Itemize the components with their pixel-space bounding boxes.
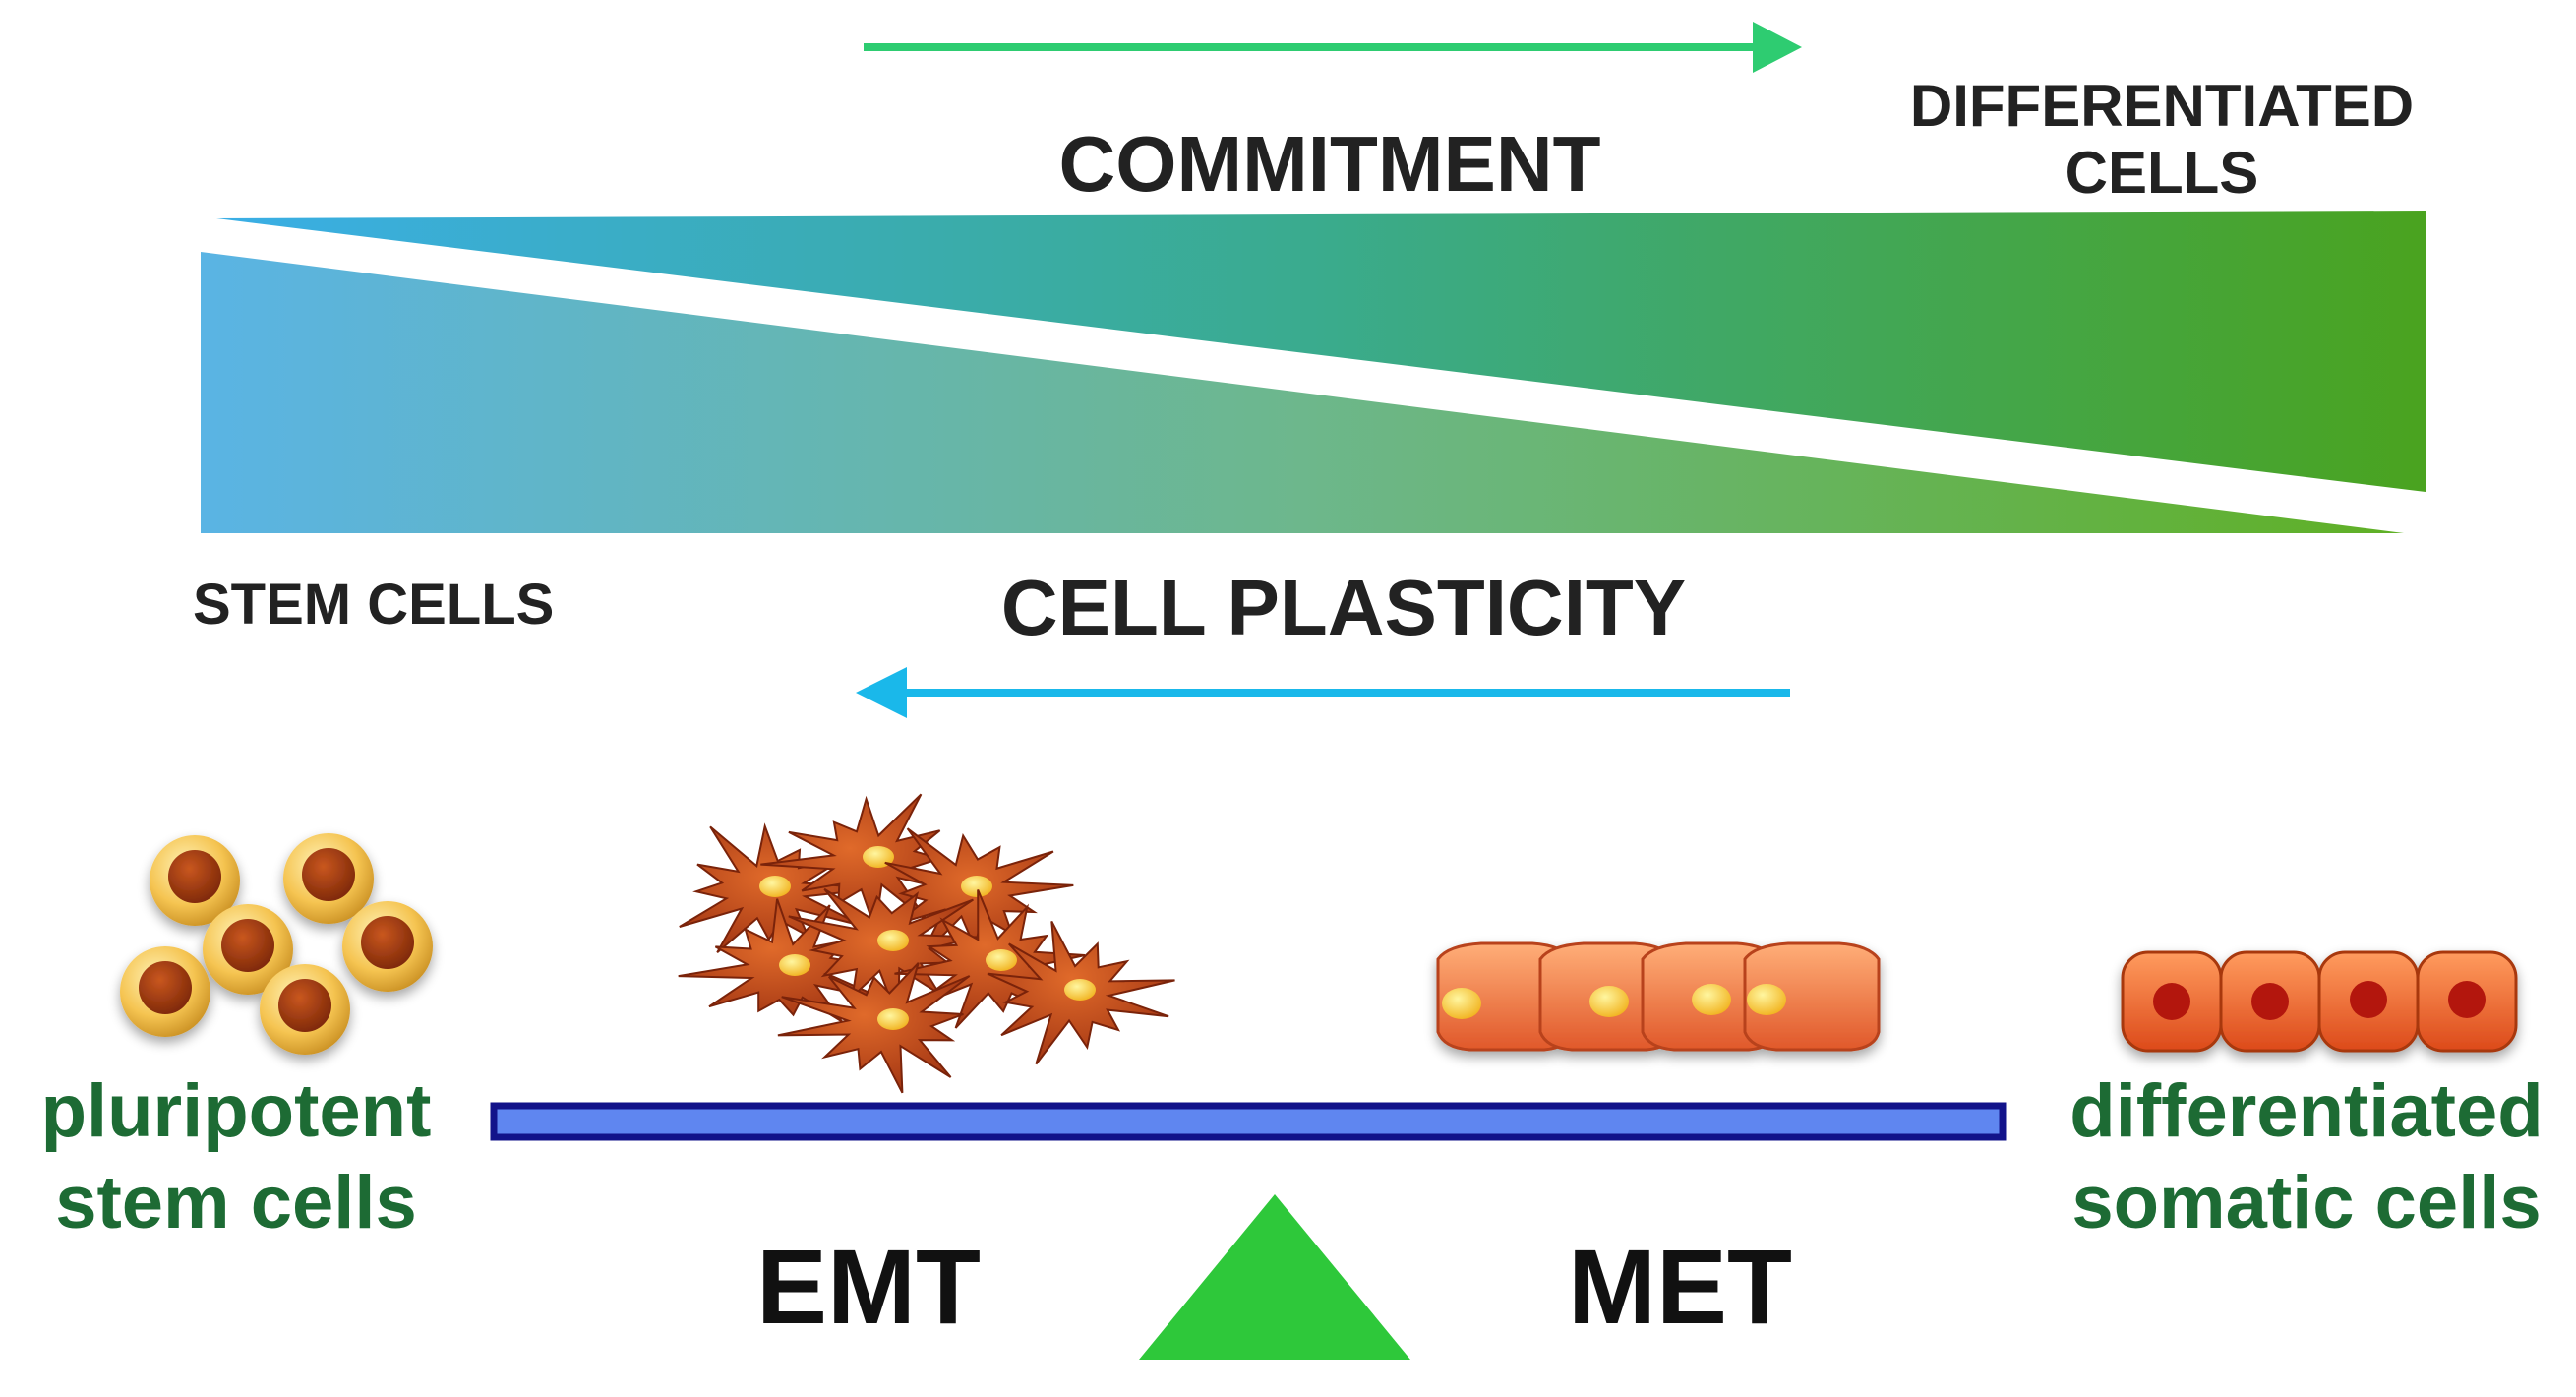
pluripotent-label-line1: pluripotent: [41, 1069, 432, 1153]
commitment-wedge: [216, 211, 2426, 492]
commitment-arrow: [864, 22, 1802, 73]
epithelial-cell: [1436, 941, 1574, 1052]
stem-cell: [342, 901, 433, 992]
stem-cells-label: STEM CELLS: [193, 573, 554, 637]
mesenchymal-cell-cluster: [678, 793, 1175, 1094]
stem-cell: [150, 835, 240, 926]
differentiated-somatic-label-line1: differentiated: [2069, 1069, 2543, 1153]
cell-plasticity-label: CELL PLASTICITY: [1001, 564, 1686, 651]
somatic-cell: [2317, 950, 2420, 1053]
epithelial-cell: [1743, 941, 1881, 1052]
stem-cell: [260, 964, 350, 1055]
mesenchymal-cell: [987, 920, 1175, 1065]
commitment-label: COMMITMENT: [1058, 120, 1600, 208]
differentiated-cells-label-line1: DIFFERENTIATED: [1910, 73, 2414, 139]
plasticity-wedge: [201, 252, 2404, 533]
differentiated-somatic-label-line2: somatic cells: [2071, 1161, 2541, 1245]
somatic-cell: [2219, 950, 2321, 1053]
met-label: MET: [1568, 1227, 1792, 1346]
emt-label: EMT: [756, 1227, 981, 1346]
pluripotent-label-line2: stem cells: [55, 1161, 417, 1245]
epithelial-cell-row: [1436, 941, 1881, 1052]
cell-plasticity-arrow: [856, 667, 1790, 718]
differentiated-cells-label-line2: CELLS: [2066, 140, 2259, 206]
stem-cell: [203, 904, 293, 995]
pluripotent-stem-cell-cluster: [120, 833, 433, 1055]
somatic-cell: [2416, 950, 2518, 1053]
stem-cell: [283, 833, 374, 924]
somatic-cell-row: [2121, 950, 2518, 1053]
balance-beam: [490, 1102, 2007, 1141]
mesenchymal-cell: [777, 962, 971, 1094]
fulcrum-triangle: [1139, 1194, 1410, 1360]
epithelial-cell: [1641, 941, 1778, 1052]
stem-cell: [120, 946, 210, 1037]
somatic-cell: [2121, 950, 2223, 1053]
